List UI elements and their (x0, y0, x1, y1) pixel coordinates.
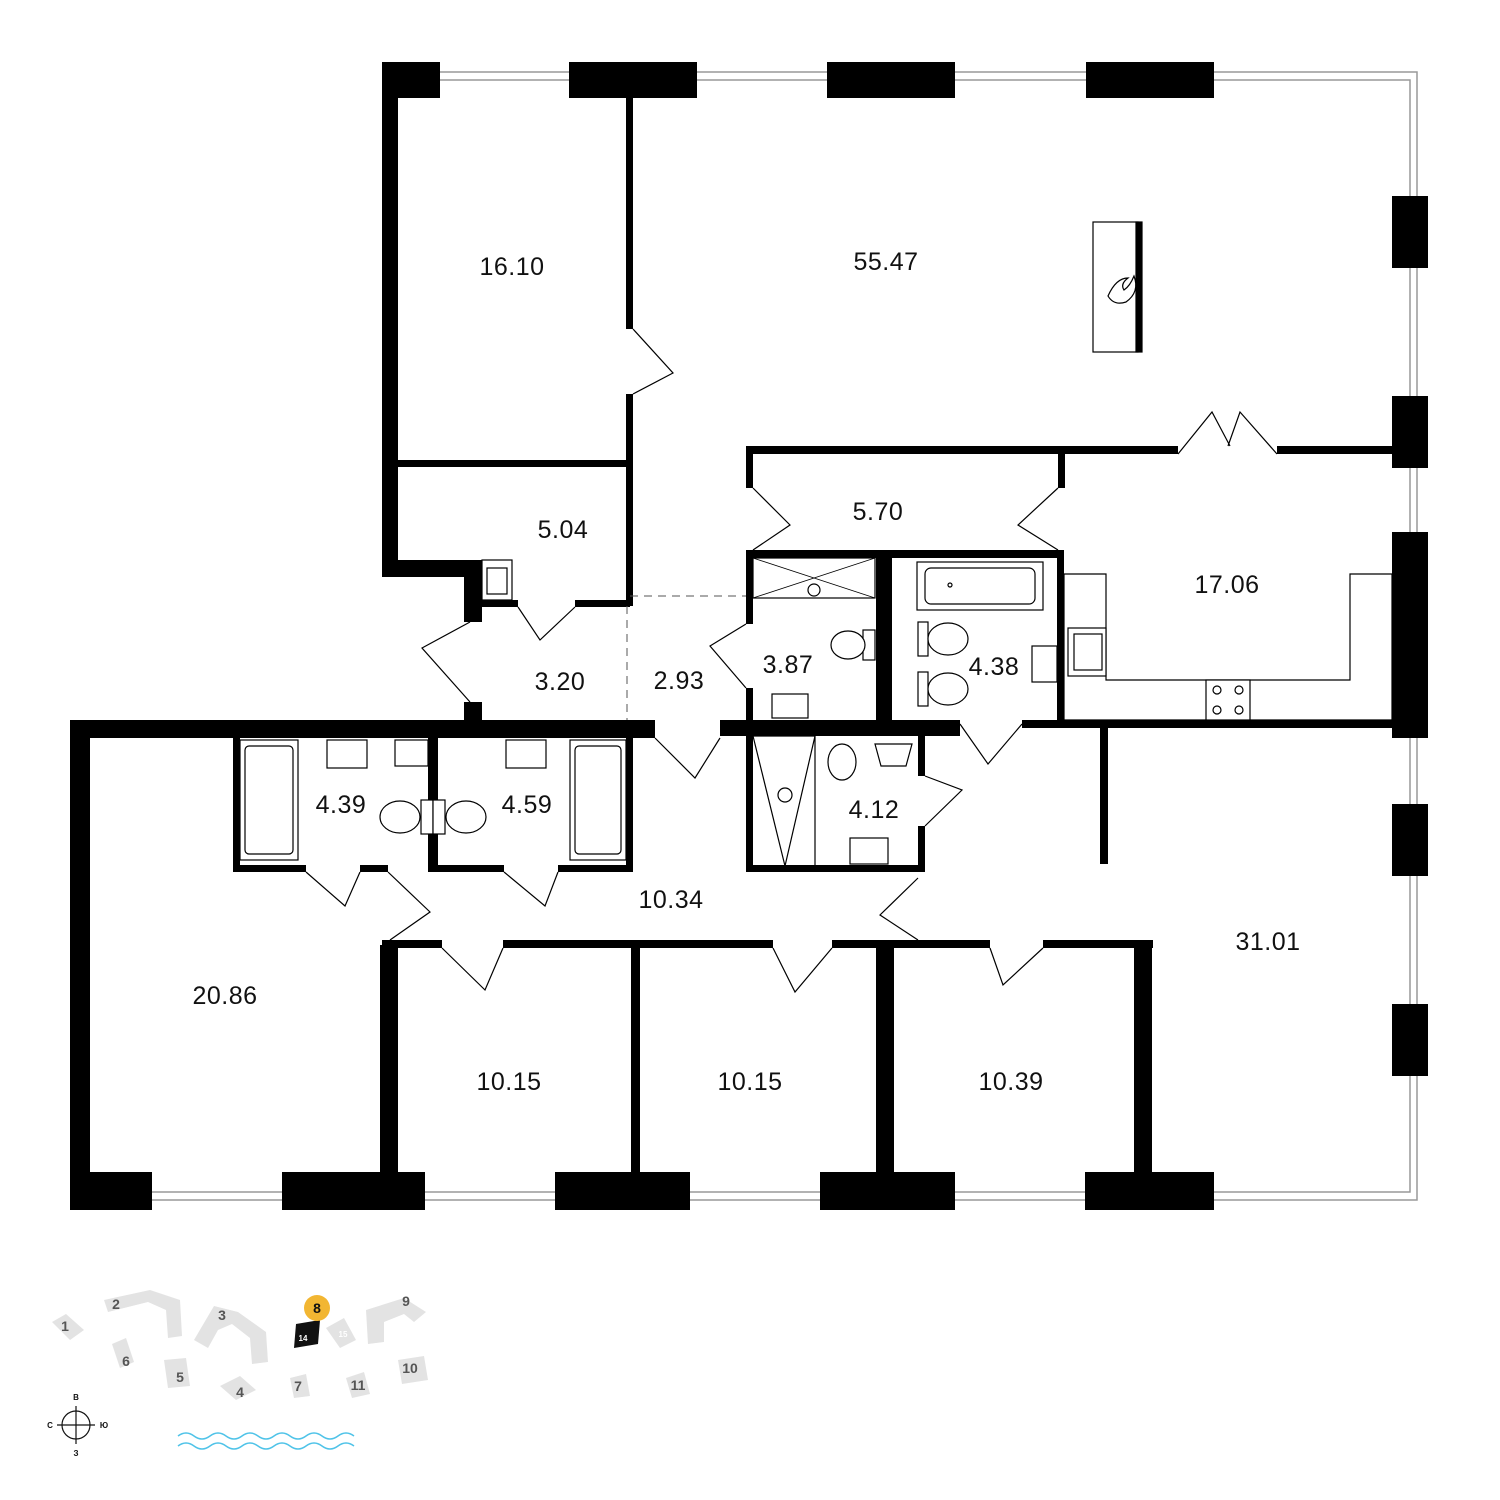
room-area-label: 55.47 (853, 248, 918, 276)
room-labels: 16.10 55.47 5.04 5.70 17.06 3.87 4.38 3.… (192, 248, 1300, 1096)
door-swings (305, 328, 1278, 994)
room-area-label: 3.87 (763, 651, 814, 679)
flame-icon (1107, 274, 1137, 304)
site-plan: 8 14 1 2 3 4 5 6 7 9 10 11 15 В С Ю (47, 1290, 428, 1458)
exterior-walls (70, 62, 1428, 1210)
site-building-label: 5 (176, 1369, 184, 1385)
compass-east-label: В (73, 1393, 79, 1402)
window-glazing (150, 71, 1418, 1201)
compass-west-label: З (73, 1449, 78, 1458)
fixtures (239, 221, 1393, 867)
compass-north-label: С (47, 1421, 53, 1430)
interior-walls (90, 97, 1395, 1175)
site-current-section: 8 14 (294, 1295, 330, 1348)
room-area-label: 16.10 (479, 253, 544, 281)
site-building-label: 11 (351, 1377, 366, 1393)
site-building-label: 7 (294, 1378, 302, 1394)
room-area-label: 10.15 (476, 1068, 541, 1096)
compass-south-label: Ю (100, 1421, 108, 1430)
room-area-label: 4.38 (969, 653, 1020, 681)
site-building-label: 9 (402, 1293, 410, 1309)
room-area-label: 10.34 (638, 886, 703, 914)
room-area-label: 10.39 (978, 1068, 1043, 1096)
site-building-label: 3 (218, 1307, 226, 1323)
site-building-label: 10 (402, 1360, 418, 1376)
room-area-label: 20.86 (192, 982, 257, 1010)
room-area-label: 4.39 (316, 791, 367, 819)
site-building-label: 15 (339, 1330, 348, 1339)
site-current-section-label: 14 (299, 1334, 308, 1343)
site-buildings (52, 1290, 428, 1400)
room-area-label: 31.01 (1235, 928, 1300, 956)
compass-icon: В С Ю З (47, 1393, 108, 1458)
room-area-label: 4.12 (849, 796, 900, 824)
room-area-label: 5.04 (538, 516, 589, 544)
room-area-label: 3.20 (535, 668, 586, 696)
room-area-label: 5.70 (853, 498, 904, 526)
room-area-label: 17.06 (1194, 571, 1259, 599)
dashed-boundary (626, 595, 746, 720)
room-area-label: 4.59 (502, 791, 553, 819)
site-building-label: 1 (61, 1318, 69, 1334)
site-building-label: 4 (236, 1384, 244, 1400)
site-building-label: 2 (112, 1296, 120, 1312)
room-area-label: 2.93 (654, 667, 705, 695)
room-area-label: 10.15 (717, 1068, 782, 1096)
water-icon (177, 1432, 355, 1450)
site-current-building-label: 8 (313, 1300, 321, 1316)
site-building-label: 6 (122, 1353, 130, 1369)
